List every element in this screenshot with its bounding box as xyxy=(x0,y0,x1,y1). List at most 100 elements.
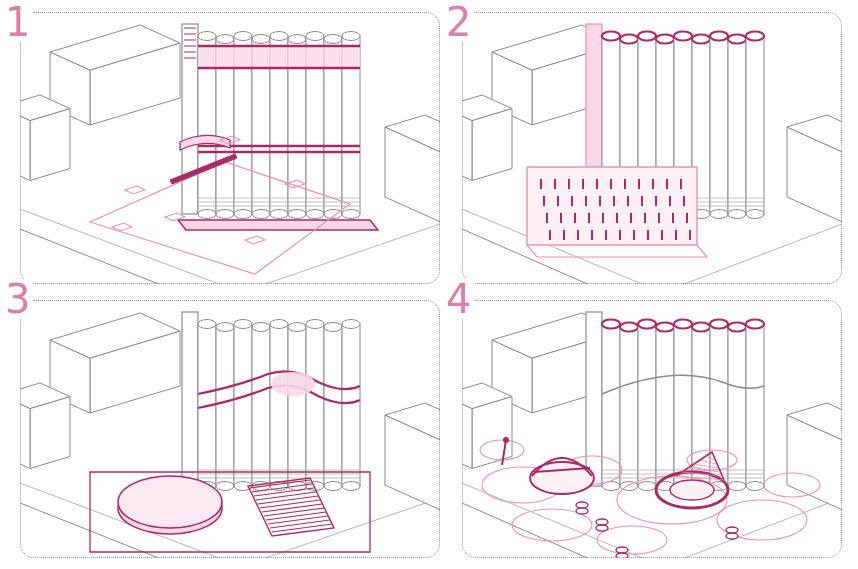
tower-cylinder xyxy=(674,324,692,486)
tower-cylinder xyxy=(638,324,656,486)
plaza-outline xyxy=(90,472,370,552)
landscape-circle xyxy=(512,509,592,541)
cylinder-top xyxy=(198,320,216,329)
tower-cylinder xyxy=(710,36,728,214)
cylinder-top xyxy=(638,32,656,41)
cylinder-top xyxy=(306,32,324,41)
step-number: 2 xyxy=(443,2,474,42)
panel-sketch xyxy=(20,312,440,558)
cylinder-base xyxy=(728,482,746,491)
cylinder-top xyxy=(602,320,620,329)
cylinder-top xyxy=(620,323,638,332)
landscape-circle xyxy=(617,476,727,524)
cylinder-base xyxy=(216,482,234,491)
cylinder-base xyxy=(252,210,270,219)
cylinder-top xyxy=(746,32,764,41)
cylinder-top xyxy=(710,320,728,329)
context-building xyxy=(385,403,440,442)
cylinder-top xyxy=(252,323,270,332)
tower-cylinder xyxy=(620,327,638,486)
tower-core xyxy=(182,24,198,214)
tower-cylinder xyxy=(306,324,324,486)
cylinder-base xyxy=(270,210,288,219)
tower-cylinder xyxy=(252,327,270,486)
context-building xyxy=(20,95,70,121)
landscape-circle xyxy=(717,500,807,540)
context-building xyxy=(385,115,440,154)
context-building xyxy=(20,383,70,409)
cylinder-top xyxy=(324,323,342,332)
step-panel: 1 xyxy=(20,12,440,284)
step-panel: 4 xyxy=(462,300,842,558)
tower-cylinder xyxy=(710,324,728,486)
tower-cylinder xyxy=(656,327,674,486)
cylinder-top xyxy=(692,35,710,44)
step-panel: 3 xyxy=(20,300,440,558)
cylinder-top xyxy=(234,320,252,329)
cylinder-top xyxy=(638,320,656,329)
tower-cylinder xyxy=(216,327,234,486)
step-number: 4 xyxy=(443,279,474,319)
cylinder-top xyxy=(270,320,288,329)
cylinder-top xyxy=(728,35,746,44)
cylinder-top xyxy=(342,320,360,329)
cylinder-top xyxy=(252,35,270,44)
context-building xyxy=(472,397,512,469)
context-building xyxy=(30,397,70,469)
cylinder-base xyxy=(216,210,234,219)
tower-cylinder xyxy=(342,324,360,486)
tower-cylinder xyxy=(324,327,342,486)
cylinder-top xyxy=(692,323,710,332)
cylinder-base xyxy=(710,210,728,219)
plaza-outline xyxy=(90,162,350,274)
step-number: 3 xyxy=(2,279,33,319)
cylinder-base xyxy=(746,482,764,491)
panel-sketch xyxy=(462,312,842,558)
cylinder-base xyxy=(234,210,252,219)
cylinder-top xyxy=(656,35,674,44)
tower-cylinder xyxy=(234,324,252,486)
cylinder-top xyxy=(324,35,342,44)
context-building xyxy=(787,115,842,154)
cylinder-top xyxy=(198,32,216,41)
cylinder-top xyxy=(342,32,360,41)
context-building xyxy=(50,25,180,70)
context-building xyxy=(30,109,70,181)
cylinder-top xyxy=(656,323,674,332)
landscape-circle xyxy=(597,526,667,554)
context-building xyxy=(50,313,180,358)
tower-cylinder xyxy=(602,324,620,486)
context-building xyxy=(787,403,842,442)
step-panel: 2 xyxy=(462,12,842,284)
cylinder-base xyxy=(324,482,342,491)
step-number: 1 xyxy=(2,2,33,42)
cylinder-top xyxy=(288,323,306,332)
cylinder-top xyxy=(288,35,306,44)
cylinder-top xyxy=(306,320,324,329)
cylinder-top xyxy=(216,323,234,332)
context-building xyxy=(462,383,512,409)
tower-cylinder xyxy=(746,36,764,214)
cylinder-base xyxy=(306,210,324,219)
cylinder-base xyxy=(638,482,656,491)
cylinder-top xyxy=(746,320,764,329)
cylinder-base xyxy=(288,210,306,219)
cylinder-base xyxy=(342,482,360,491)
tower-core xyxy=(182,312,198,486)
cylinder-top xyxy=(216,35,234,44)
cylinder-top xyxy=(674,32,692,41)
tower-core xyxy=(586,312,602,486)
landscape-circle xyxy=(764,473,820,497)
panel-sketch xyxy=(20,24,440,284)
context-building xyxy=(472,109,512,181)
landscape-circle xyxy=(480,440,524,460)
cylinder-top xyxy=(728,323,746,332)
cylinder-base xyxy=(342,210,360,219)
cylinder-top xyxy=(620,35,638,44)
cylinder-base xyxy=(198,210,216,219)
cylinder-base xyxy=(728,210,746,219)
tower-cylinder xyxy=(270,324,288,486)
cylinder-top xyxy=(710,32,728,41)
